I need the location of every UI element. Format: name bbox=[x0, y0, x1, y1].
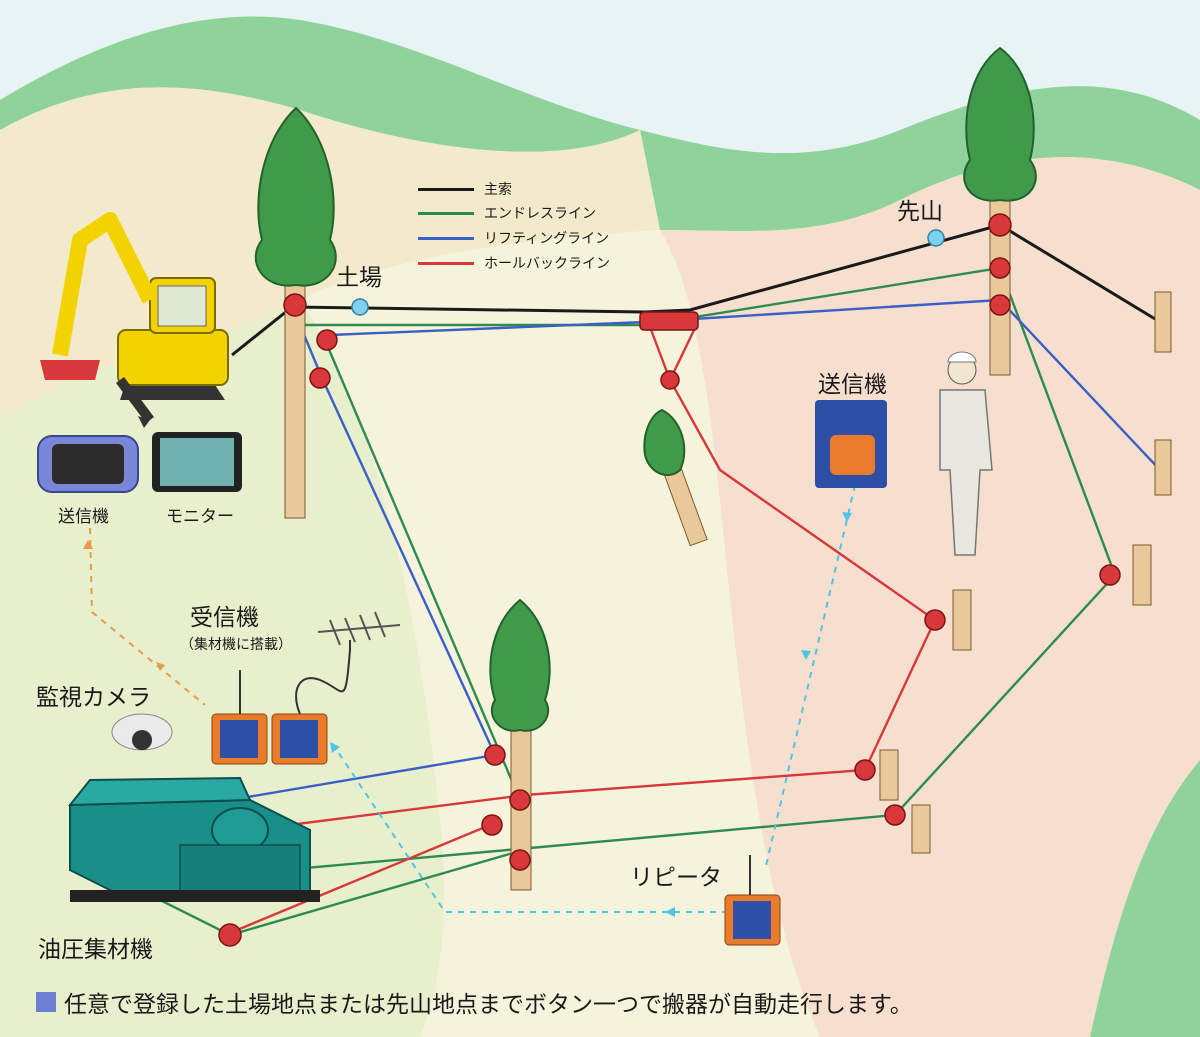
legend-item-lifting-line: リフティングライン bbox=[418, 227, 609, 249]
label-receiver-note: （集材機に搭載） bbox=[180, 637, 292, 653]
tree-right bbox=[963, 46, 1037, 376]
slope-right bbox=[660, 157, 1200, 1037]
label-sakiyama: 先山 bbox=[897, 199, 943, 225]
signal-arrows bbox=[83, 512, 852, 917]
label-repeater: リピータ bbox=[630, 865, 722, 891]
legend-swatch bbox=[418, 211, 474, 215]
camera bbox=[111, 713, 173, 751]
legend-item-main-line: 主索 bbox=[418, 178, 512, 200]
legend-item-endless-line: エンドレスライン bbox=[418, 202, 596, 224]
legend-label: 主索 bbox=[484, 182, 512, 198]
receiver-units bbox=[211, 611, 401, 765]
hanging-log bbox=[643, 408, 708, 547]
pulleys bbox=[113, 213, 1121, 947]
label-monitor: モニター bbox=[166, 507, 234, 527]
label-doba: 土場 bbox=[336, 265, 382, 291]
tree-left bbox=[254, 106, 337, 519]
stumps bbox=[879, 291, 1172, 854]
legend-label: リフティングライン bbox=[484, 231, 610, 247]
waypoint-markers bbox=[351, 229, 945, 316]
label-yarder: 油圧集材機 bbox=[38, 937, 153, 963]
footer-bullet-square bbox=[36, 992, 56, 1012]
label-transmitter-left: 送信機 bbox=[58, 507, 109, 527]
legend-label: ホールバックライン bbox=[484, 256, 610, 272]
label-camera: 監視カメラ bbox=[36, 685, 151, 711]
footer-text: 任意で登録した土場地点または先山地点までボタン一つで搬器が自動走行します。 bbox=[64, 992, 913, 1018]
legend-swatch bbox=[418, 236, 474, 240]
hill-left bbox=[0, 16, 640, 152]
legend-item-haulback-line: ホールバックライン bbox=[418, 252, 610, 274]
operator-right bbox=[815, 351, 993, 556]
legend-swatch bbox=[418, 187, 474, 191]
label-receiver: 受信機 bbox=[190, 605, 259, 631]
signal-paths bbox=[89, 484, 856, 913]
label-transmitter-right: 送信機 bbox=[818, 372, 887, 398]
repeater-unit bbox=[724, 855, 781, 946]
excavator bbox=[40, 212, 229, 428]
legend-label: エンドレスライン bbox=[484, 206, 596, 222]
legend-swatch bbox=[418, 261, 474, 265]
footer-note: 任意で登録した土場地点または先山地点までボタン一つで搬器が自動走行します。 bbox=[36, 985, 913, 1019]
left-devices bbox=[37, 432, 242, 493]
sky bbox=[0, 0, 1200, 154]
yarder-machine bbox=[67, 776, 320, 902]
hill-right bbox=[640, 86, 1200, 232]
hill-bottom-right bbox=[1090, 760, 1200, 1037]
